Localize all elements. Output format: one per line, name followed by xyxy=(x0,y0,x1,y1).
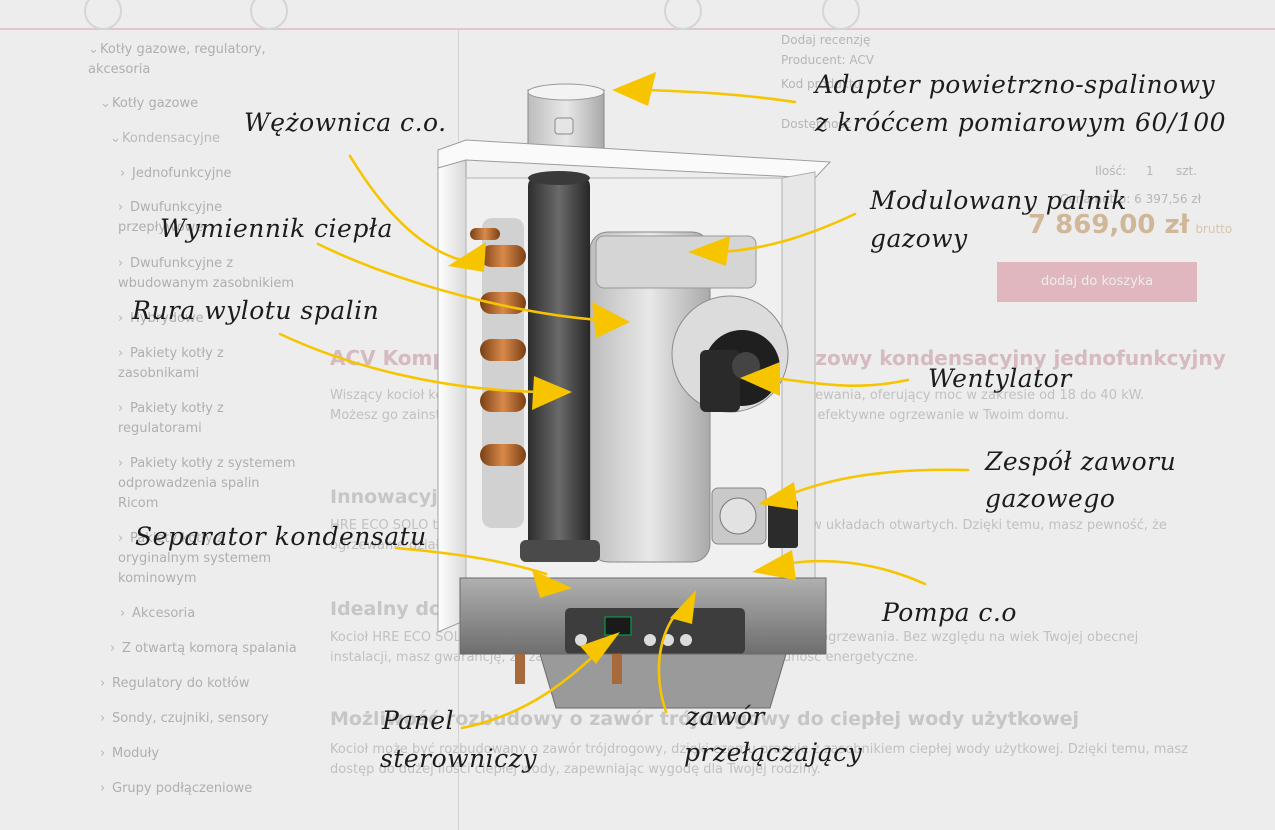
sidebar-item[interactable]: ›Dwufunkcyjne z wbudowanym zasobnikiem xyxy=(118,256,295,291)
sidebar-item[interactable]: ›Pakiety kotły z oryginalnym systemem ko… xyxy=(118,531,272,586)
arrow-palnik xyxy=(716,212,857,254)
callout-adapter-line1: Adapter powietrzno-spalinowy xyxy=(815,70,1216,99)
callout-separator: Separator kondensatu xyxy=(135,522,427,551)
product-code: Kod produktu xyxy=(781,77,862,91)
add-review-link[interactable]: Dodaj recenzję xyxy=(781,33,871,47)
sidebar-item[interactable]: ⌄Kotły gazowe, regulatory, akcesoria xyxy=(88,42,266,77)
sidebar-item[interactable]: ⌄Kotły gazowe xyxy=(100,96,199,111)
sidebar-item[interactable]: ›Grupy podłączeniowe xyxy=(100,781,253,796)
sidebar-item[interactable]: ›Akcesoria xyxy=(120,606,196,621)
arrow-panel xyxy=(460,648,602,730)
arrow-rura xyxy=(278,332,542,394)
availability: Dostępność xyxy=(781,117,852,131)
arrow-pompa xyxy=(782,559,927,586)
net-price: Cena netto: 6 397,56 zł xyxy=(1060,192,1202,206)
sidebar-item[interactable]: ›Jednofunkcyjne xyxy=(120,166,232,181)
arrow-wymiennik xyxy=(316,242,602,322)
sidebar-item[interactable]: ›Hybrydowe xyxy=(118,311,204,326)
callout-palnik-line1: Modulowany palnik xyxy=(870,186,1127,215)
flue-pipe xyxy=(520,171,600,562)
heat-exchanger xyxy=(589,231,757,563)
logo-icon xyxy=(84,0,122,30)
callout-pompa: Pompa c.o xyxy=(882,598,1017,627)
sidebar-item[interactable]: ›Z otwartą komorą spalania xyxy=(110,641,297,656)
category-sidebar: ⌄Kotły gazowe, regulatory, akcesoria ⌄Ko… xyxy=(0,30,459,830)
callout-wentylator: Wentylator xyxy=(928,364,1072,393)
sidebar-item[interactable]: ›Pakiety kotły z systemem odprowadzenia … xyxy=(118,456,296,511)
top-header xyxy=(0,0,1275,30)
callout-wymiennik: Wymiennik ciepła xyxy=(160,214,393,243)
section-heading: Możliwość rozbudowy o zawór trójdrogowy … xyxy=(330,708,1080,730)
arrow-separator xyxy=(394,546,548,576)
qty-input[interactable]: 1 xyxy=(1146,164,1154,178)
sidebar-item[interactable]: ›Regulatory do kotłów xyxy=(100,676,250,691)
add-to-cart-button[interactable]: dodaj do koszyka xyxy=(997,262,1197,302)
callout-rura: Rura wylotu spalin xyxy=(132,296,380,325)
sidebar-item[interactable]: ›Moduły xyxy=(100,746,160,761)
arrow-wentylator xyxy=(770,376,910,388)
arrow-adapter xyxy=(646,88,797,104)
cart-icon[interactable] xyxy=(822,0,860,30)
user-icon[interactable] xyxy=(664,0,702,30)
callout-zawor-gaz-line1: Zespół zaworu xyxy=(985,447,1177,476)
fan-unit xyxy=(671,295,789,413)
callout-zawor-gaz-line2: gazowego xyxy=(985,484,1116,513)
search-icon[interactable] xyxy=(250,0,288,30)
arrow-zawor-gaz xyxy=(784,468,970,498)
callout-zawor-przel-line1: zawór xyxy=(686,702,765,731)
sidebar-item[interactable]: ›Pakiety kotły z zasobnikami xyxy=(118,346,224,381)
callout-panel-line2: sterowniczy xyxy=(380,744,537,773)
producer-text: Producent: ACV xyxy=(781,53,874,67)
sidebar-item[interactable]: ›Pakiety kotły z regulatorami xyxy=(118,401,224,436)
callout-palnik-line2: gazowy xyxy=(870,224,968,253)
callout-panel-line1: Panel xyxy=(382,706,454,735)
sidebar-item[interactable]: ⌄Kondensacyjne xyxy=(110,131,220,146)
callout-zawor-przel-line2: przełączający xyxy=(684,738,863,767)
flue-adapter xyxy=(527,83,605,151)
qty-unit: szt. xyxy=(1176,164,1198,178)
sidebar-item[interactable]: ›Sondy, czujniki, sensory xyxy=(100,711,269,726)
callout-arrowheads xyxy=(448,72,798,664)
callout-wezownica: Wężownica c.o. xyxy=(244,108,447,137)
qty-label: Ilość: xyxy=(1095,164,1127,178)
sidebar-item[interactable]: ›Dwufunkcyjne przepływowe xyxy=(118,200,223,235)
copper-coil xyxy=(470,218,526,528)
callout-adapter-line2: z króćcem pomiarowym 60/100 xyxy=(815,108,1227,137)
desc-paragraph: Kocioł może być rozbudowany o zawór trój… xyxy=(330,742,1188,777)
control-base xyxy=(459,577,827,709)
callout-arrows xyxy=(278,88,970,730)
gas-valve-assembly xyxy=(711,487,798,548)
